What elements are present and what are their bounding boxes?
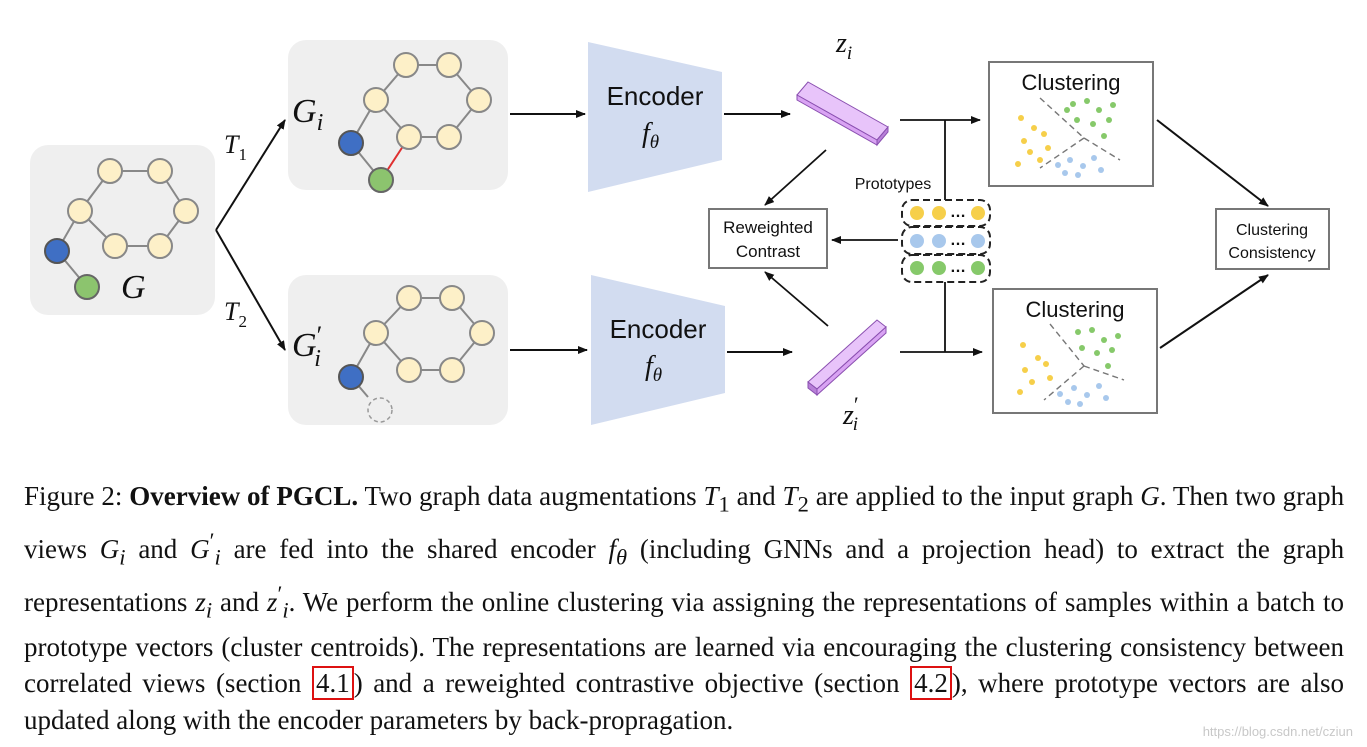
svg-text:Consistency: Consistency	[1228, 245, 1315, 262]
svg-text:Clustering: Clustering	[1021, 70, 1120, 95]
graph-gi-label: Gi	[292, 93, 323, 136]
section-ref-4-1[interactable]: 4.1	[311, 666, 354, 701]
svg-text:fθ: fθ	[642, 118, 659, 153]
z-prime-label: z′i	[842, 392, 859, 435]
clustering-consistency-box: Clustering Consistency	[1215, 208, 1330, 270]
clustering-bottom-box: Clustering	[992, 288, 1158, 414]
svg-text:Encoder: Encoder	[607, 81, 704, 111]
reweighted-contrast-box: Reweighted Contrast	[708, 208, 828, 269]
augmentation-arrows	[215, 119, 286, 351]
aug-t1-label: T1	[224, 130, 247, 164]
svg-text:…: …	[950, 204, 966, 221]
svg-text:Clustering: Clustering	[1236, 222, 1308, 239]
figure-title: Overview of PGCL.	[129, 481, 359, 511]
projection-zprime	[807, 319, 887, 397]
graph-g-label: G	[121, 269, 146, 306]
graph-gprime-label: G′i	[292, 321, 322, 372]
pgcl-overview-diagram: G T1 T2 Gi	[30, 28, 1330, 435]
projection-zi	[796, 81, 889, 147]
view-gprime-panel: G′i	[288, 275, 508, 425]
input-graph-panel: G	[30, 145, 215, 315]
svg-text:fθ: fθ	[645, 351, 662, 386]
svg-text:…: …	[950, 232, 966, 249]
svg-text:Clustering: Clustering	[1025, 297, 1124, 322]
encoder-top: Encoder fθ	[588, 42, 722, 192]
aug-t2-label: T2	[224, 297, 247, 331]
clustering-top-box: Clustering	[988, 61, 1154, 187]
z-i-label: zi	[835, 28, 852, 64]
svg-text:Contrast: Contrast	[736, 242, 801, 261]
watermark: https://blog.csdn.net/cziun	[1202, 724, 1353, 739]
svg-text:Encoder: Encoder	[610, 314, 707, 344]
encoder-bottom: Encoder fθ	[591, 275, 725, 425]
svg-text:…: …	[950, 259, 966, 276]
figure-caption: Figure 2: Overview of PGCL. Two graph da…	[24, 481, 1345, 735]
section-ref-4-2[interactable]: 4.2	[910, 666, 952, 701]
prototype-vectors: … … …	[901, 199, 991, 283]
svg-text:Reweighted: Reweighted	[723, 218, 813, 237]
view-gi-panel: Gi	[288, 40, 508, 193]
prototypes-label: Prototypes	[855, 176, 931, 193]
figure-label: Figure 2:	[24, 481, 123, 511]
